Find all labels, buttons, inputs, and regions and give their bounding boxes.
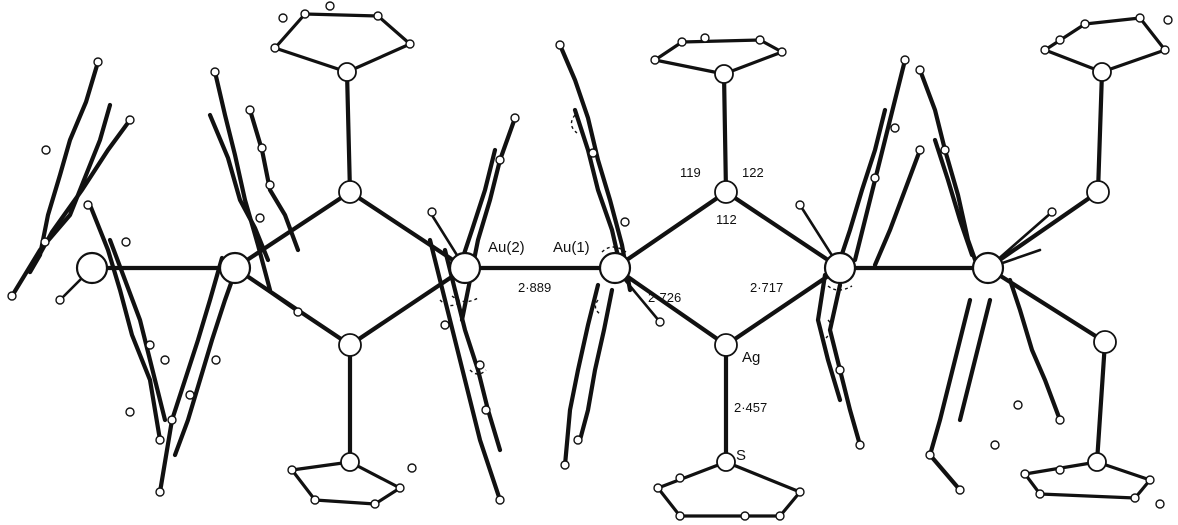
thf-ring-bottom-right [1020, 460, 1165, 509]
atom-s-top-right [1092, 62, 1112, 82]
thf-ring-top-right [1040, 13, 1173, 74]
distance-au-au: 2·889 [518, 280, 551, 295]
angle-left: 119 [680, 165, 701, 180]
distance-au1-ag: 2·726 [648, 290, 681, 305]
atom-right-top [1086, 180, 1110, 204]
angle-right: 122 [742, 165, 764, 180]
labels: Au(2) Au(1) Ag S 2·889 2·726 2·717 2·457… [488, 165, 783, 464]
atom-au-far-right [971, 251, 1005, 285]
left-rhomb [232, 69, 468, 465]
atom-s [716, 452, 736, 472]
atom-s-top-left [337, 62, 357, 82]
thf-ring-bottom-left [287, 460, 417, 509]
angle-bottom: 112 [716, 212, 737, 227]
atom-ag [714, 333, 738, 357]
aryl-group-left [155, 67, 303, 497]
right-edge-fragment [985, 69, 1108, 465]
atom-au2 [448, 251, 482, 285]
thf-ring-bottom-mid [653, 460, 805, 521]
atom-s-bottom-left [340, 452, 360, 472]
label-ag: Ag [742, 349, 760, 366]
atom-left-top [338, 180, 362, 204]
aryl-group-center-left [427, 113, 520, 505]
atom-au-right [823, 251, 857, 285]
metal-atoms [75, 62, 1117, 472]
distance-ag-au: 2·717 [750, 280, 783, 295]
atom-au1 [598, 251, 632, 285]
right-rhomb [612, 71, 843, 465]
thf-ring-top-mid [650, 33, 787, 76]
atom-far-left [75, 251, 109, 285]
atom-ag-top [714, 180, 738, 204]
thf-ring-top-left [270, 1, 415, 74]
atom-right-bottom [1093, 330, 1117, 354]
distance-ag-s: 2·457 [734, 400, 767, 415]
atom-s-bottom-right [1087, 452, 1107, 472]
label-s: S [736, 447, 746, 464]
aryl-group-far-right [915, 65, 1065, 495]
label-au1: Au(1) [553, 239, 590, 256]
atom-left-bottom [338, 333, 362, 357]
atom-s-top-mid [714, 64, 734, 84]
aryl-group-far-left [7, 57, 170, 445]
aryl-group-right [795, 55, 925, 450]
atom-left [218, 251, 252, 285]
label-au2: Au(2) [488, 239, 525, 256]
